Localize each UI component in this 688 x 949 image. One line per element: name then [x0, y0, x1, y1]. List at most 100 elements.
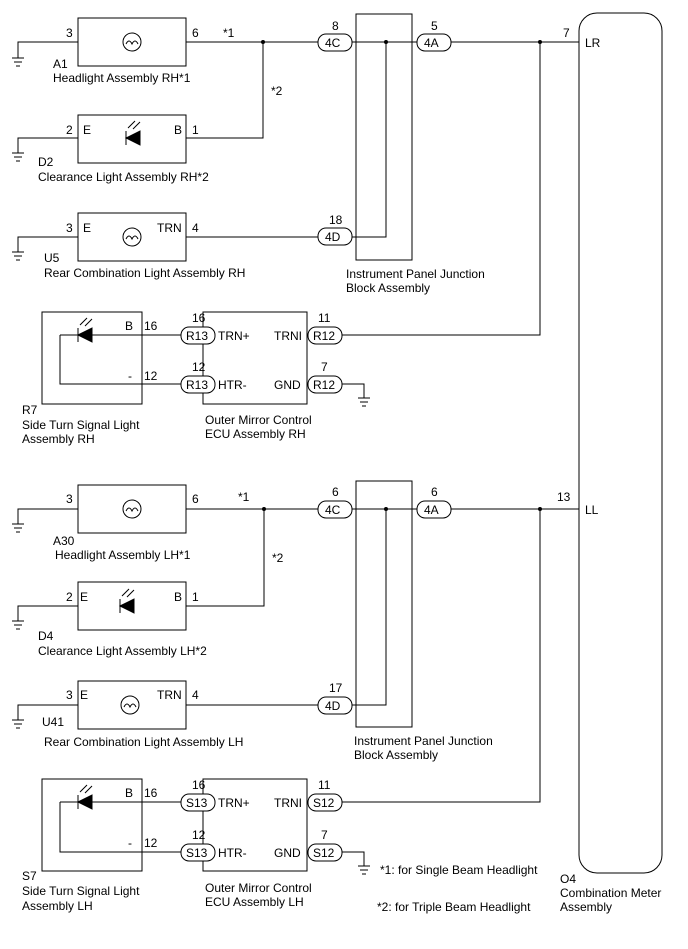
bulb-icon [122, 499, 142, 519]
junction-name-line1: Instrument Panel Junction [346, 267, 485, 281]
ecu-name-line2: ECU Assembly RH [205, 427, 306, 441]
terminal: TRN+ [218, 796, 250, 810]
ground-icon [12, 523, 24, 533]
component-code: A1 [53, 57, 68, 71]
headlight-rh: 3 6 *1 A1 Headlight Assembly RH*1 [12, 17, 235, 85]
ground-icon [12, 251, 24, 261]
ground-icon [12, 57, 24, 67]
connector-label: 4A [424, 36, 439, 50]
terminal: - [128, 369, 132, 383]
pin: 6 [332, 485, 339, 499]
rear-combination-light-lh: 3 E TRN 4 U41 Rear Combination Light Ass… [12, 680, 243, 749]
pin: 1 [192, 590, 199, 604]
pin: 6 [431, 485, 438, 499]
combination-meter-box [578, 12, 663, 874]
terminal: LL [585, 503, 599, 517]
led-icon [124, 120, 141, 146]
outer-mirror-ecu-rh: R13 R13 R12 R12 TRN+ HTR- TRNI GND 16 12… [180, 311, 370, 441]
note: *2 [272, 551, 284, 565]
terminal: TRNI [274, 329, 302, 343]
note: *1 [223, 26, 235, 40]
pin: 6 [192, 492, 199, 506]
terminal: TRN [157, 688, 182, 702]
meter-name-line2: Assembly [560, 900, 612, 914]
connector-label: 4A [424, 503, 439, 517]
component-name: Rear Combination Light Assembly LH [44, 735, 243, 749]
connector-label: R12 [313, 329, 335, 343]
connector-r13 [180, 326, 216, 345]
connector-label: 4C [325, 503, 341, 517]
pin: 6 [192, 26, 199, 40]
ecu-name-line2: ECU Assembly LH [205, 895, 304, 909]
terminal: HTR- [218, 378, 247, 392]
pin: 16 [192, 778, 206, 792]
side-turn-signal-rh: B - 16 12 R7 Side Turn Signal Light Asse… [22, 311, 158, 446]
pin: 2 [66, 590, 73, 604]
component-name-line2: Assembly LH [22, 899, 93, 913]
connector-s13 [180, 843, 216, 862]
pin: 17 [329, 681, 343, 695]
component-name: Rear Combination Light Assembly RH [44, 266, 245, 280]
junction-name-line2: Block Assembly [354, 748, 438, 762]
terminal: E [80, 688, 88, 702]
outer-mirror-ecu-lh: S13 S13 S12 S12 TRN+ HTR- TRNI GND 16 12… [180, 778, 370, 909]
bulb-icon [122, 227, 142, 247]
component-name: Clearance Light Assembly RH*2 [38, 170, 209, 184]
connector-label: 4D [325, 699, 341, 713]
component-code: U41 [42, 715, 64, 729]
pin: 16 [192, 311, 206, 325]
terminal: E [80, 590, 88, 604]
component-code: S7 [22, 869, 37, 883]
pin: 11 [318, 778, 331, 792]
pin: 12 [192, 828, 206, 842]
meter-code: O4 [560, 872, 576, 886]
bulb-icon [120, 695, 140, 715]
component-name: Clearance Light Assembly LH*2 [38, 644, 207, 658]
ground-icon [358, 865, 370, 875]
component-name: Headlight Assembly LH*1 [55, 548, 191, 562]
terminal: E [83, 123, 91, 137]
terminal: - [128, 836, 132, 850]
terminal: GND [274, 378, 301, 392]
junction-block-rh: 4C 8 4A 5 4D 18 Instrument Panel Junctio… [317, 13, 485, 295]
pin: 1 [192, 123, 199, 137]
connector-label: 4D [325, 230, 341, 244]
terminal: E [83, 221, 91, 235]
ground-icon [12, 152, 24, 162]
clearance-light-rh: 2 E B 1 D2 Clearance Light Assembly RH*2 [12, 114, 209, 184]
component-name-line1: Side Turn Signal Light [22, 418, 140, 432]
pin: 5 [431, 19, 438, 33]
junction-name-line1: Instrument Panel Junction [354, 734, 493, 748]
component-code: D2 [38, 155, 54, 169]
terminal: GND [274, 846, 301, 860]
component-code: A30 [53, 534, 75, 548]
terminal: LR [585, 36, 601, 50]
pin: 18 [329, 213, 343, 227]
pin: 4 [192, 688, 199, 702]
ecu-name-line1: Outer Mirror Control [205, 881, 312, 895]
component-name: Headlight Assembly RH*1 [53, 71, 191, 85]
bulb-icon [122, 32, 142, 52]
pin: 7 [321, 828, 328, 842]
connector-label: R13 [186, 329, 208, 343]
pin: 7 [321, 360, 328, 374]
connector-label: R12 [313, 378, 335, 392]
ecu-name-line1: Outer Mirror Control [205, 413, 312, 427]
rh-section: 3 6 *1 A1 Headlight Assembly RH*1 *2 2 E… [12, 13, 601, 446]
ground-icon [358, 397, 370, 407]
ground-icon [12, 620, 24, 630]
pin: 16 [144, 786, 158, 800]
connector-label: S13 [186, 846, 208, 860]
component-code: R7 [22, 403, 38, 417]
junction-name-line2: Block Assembly [346, 281, 430, 295]
pin: 2 [66, 123, 73, 137]
clearance-light-lh: 2 E B 1 D4 Clearance Light Assembly LH*2 [12, 581, 207, 658]
pin: 12 [192, 360, 206, 374]
pin: 12 [144, 369, 158, 383]
pin: 12 [144, 836, 158, 850]
pin: 13 [557, 490, 571, 504]
pin: 3 [66, 688, 73, 702]
component-name-line2: Assembly RH [22, 432, 95, 446]
terminal: TRN [157, 221, 182, 235]
